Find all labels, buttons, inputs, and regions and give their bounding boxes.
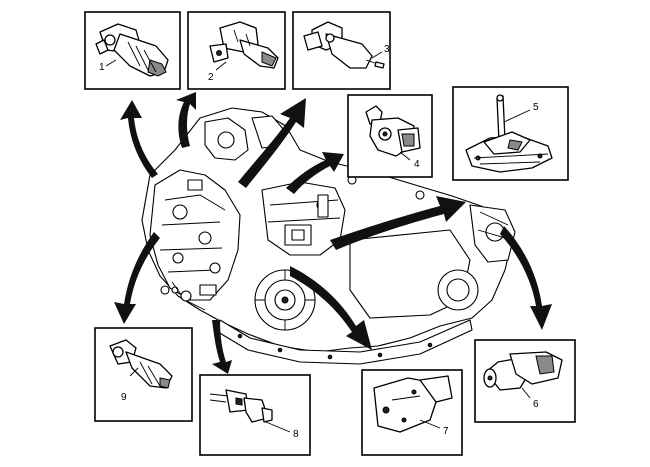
sensor-2-image xyxy=(209,21,279,69)
callout-number-7: 7 xyxy=(443,426,449,437)
callout-number-6: 6 xyxy=(533,399,539,410)
callout-number-5: 5 xyxy=(533,102,539,113)
callout-box-9: 9 xyxy=(94,327,193,422)
arrow-to-box-3 xyxy=(238,98,306,188)
callout-box-5: 5 xyxy=(452,86,569,181)
sensor-1-image xyxy=(95,23,169,77)
callout-box-7: 7 xyxy=(361,369,463,456)
callout-number-4: 4 xyxy=(414,159,420,170)
callout-box-2: 2 xyxy=(187,11,286,90)
pointer-arrows xyxy=(114,92,552,374)
arrow-to-box-1 xyxy=(120,100,158,178)
manual-shaft-switch-image xyxy=(465,94,553,173)
arrow-to-box-6 xyxy=(500,226,552,330)
module-7-image xyxy=(373,375,453,433)
arrow-to-box-4 xyxy=(286,152,344,194)
sensor-4-image xyxy=(365,105,421,157)
arrow-to-box-9 xyxy=(114,232,160,324)
arrow-to-box-2 xyxy=(176,92,196,148)
arrow-to-box-5 xyxy=(330,196,466,250)
sensor-9-image xyxy=(109,339,173,389)
sensor-8-image xyxy=(209,389,273,423)
callout-number-3: 3 xyxy=(384,44,390,55)
arrow-to-box-8 xyxy=(212,320,232,374)
arrow-to-box-7 xyxy=(290,266,372,350)
callout-box-4: 4 xyxy=(347,94,433,178)
callout-number-1: 1 xyxy=(99,62,105,73)
callout-box-1: 1 xyxy=(84,11,181,90)
sensor-6-image xyxy=(483,351,563,391)
callout-number-8: 8 xyxy=(293,429,299,440)
transmission-assembly xyxy=(141,107,516,365)
callout-number-2: 2 xyxy=(208,72,214,83)
callout-box-6: 6 xyxy=(474,339,576,423)
callout-number-9: 9 xyxy=(121,392,127,403)
callout-box-8: 8 xyxy=(199,374,311,456)
callout-box-3: 3 xyxy=(292,11,391,90)
sensor-3-image xyxy=(303,21,385,69)
